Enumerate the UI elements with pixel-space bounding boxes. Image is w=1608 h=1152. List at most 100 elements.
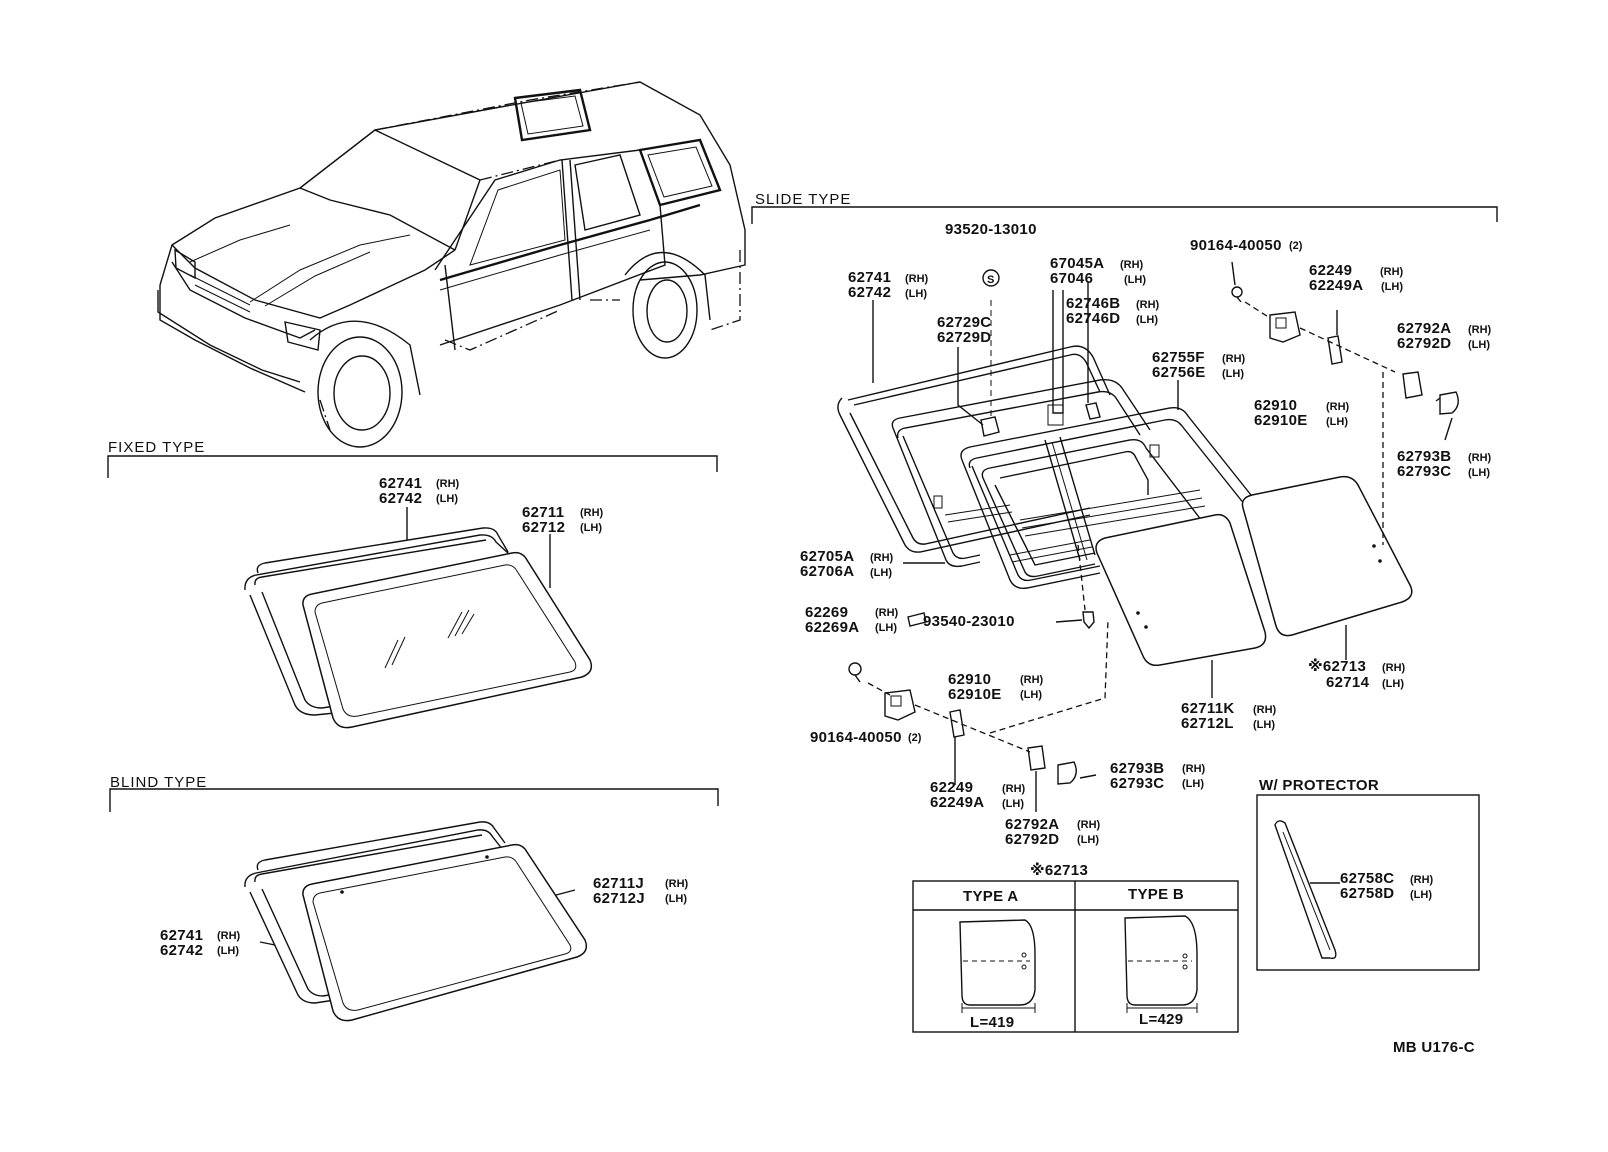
side-label: (LH) xyxy=(1077,834,1099,846)
side-label: (RH) xyxy=(1222,353,1246,365)
side-label: (LH) xyxy=(1381,281,1403,293)
side-label: (RH) xyxy=(1136,299,1160,311)
part-93540-23010: 93540-23010 xyxy=(923,613,1015,630)
diagram-code: MB U176-C xyxy=(1393,1039,1475,1056)
part-62758C: 62758C xyxy=(1340,870,1394,887)
side-label: (LH) xyxy=(1124,274,1146,286)
section-title-protector: W/ PROTECTOR xyxy=(1259,777,1379,794)
side-label: (LH) xyxy=(665,893,687,905)
part-62714: 62714 xyxy=(1326,674,1370,691)
part-67045A: 67045A xyxy=(1050,255,1104,272)
part-62758D: 62758D xyxy=(1340,885,1394,902)
qty-label: (2) xyxy=(908,732,922,744)
part-labels: 93520-13010 90164-40050 (2) 62249 (RH) 6… xyxy=(160,221,1492,959)
part-62269A: 62269A xyxy=(805,619,859,636)
part-62712J: 62712J xyxy=(593,890,645,907)
side-label: (LH) xyxy=(1468,467,1490,479)
part-62910-lower: 62910 xyxy=(948,671,991,688)
part-62741-blind: 62741 xyxy=(160,927,203,944)
vehicle-illustration xyxy=(157,81,746,448)
side-label: (LH) xyxy=(1410,889,1432,901)
part-62792D-upper: 62792D xyxy=(1397,335,1451,352)
type-a-label: TYPE A xyxy=(963,888,1018,905)
part-62729D: 62729D xyxy=(937,329,991,346)
type-a-length: L=419 xyxy=(970,1014,1014,1031)
part-62711K: 62711K xyxy=(1181,700,1235,717)
part-62742-fixed: 62742 xyxy=(379,490,422,507)
side-label: (RH) xyxy=(875,607,899,619)
svg-text:S: S xyxy=(987,274,994,286)
part-90164-40050-upper: 90164-40050 xyxy=(1190,237,1282,254)
part-62756E: 62756E xyxy=(1152,364,1206,381)
slide-type-bracket xyxy=(751,206,1498,224)
part-62793C-lower: 62793C xyxy=(1110,775,1164,792)
part-62742-slide: 62742 xyxy=(848,284,891,301)
side-label: (RH) xyxy=(1120,259,1144,271)
side-label: (RH) xyxy=(1382,662,1406,674)
side-label: (RH) xyxy=(1077,819,1101,831)
protector-box xyxy=(1256,794,1480,971)
side-label: (LH) xyxy=(1136,314,1158,326)
side-label: (RH) xyxy=(905,273,929,285)
side-label: (LH) xyxy=(875,622,897,634)
side-label: (LH) xyxy=(905,288,927,300)
part-62910-upper: 62910 xyxy=(1254,397,1297,414)
type-b-label: TYPE B xyxy=(1128,886,1184,903)
part-62249-upper: 62249 xyxy=(1309,262,1352,279)
part-62793B-lower: 62793B xyxy=(1110,760,1164,777)
side-label: (LH) xyxy=(436,493,458,505)
type-table-title: ※62713 xyxy=(1030,861,1088,879)
fixed-type-bracket xyxy=(107,455,718,478)
side-label: (LH) xyxy=(1002,798,1024,810)
part-62712-fixed: 62712 xyxy=(522,519,565,536)
side-label: (RH) xyxy=(1253,704,1277,716)
part-62713: ※62713 xyxy=(1308,657,1366,675)
section-title-fixed-type: FIXED TYPE xyxy=(108,439,205,456)
side-label: (LH) xyxy=(580,522,602,534)
part-62910E-lower: 62910E xyxy=(948,686,1002,703)
side-label: (RH) xyxy=(870,552,894,564)
part-62792D-lower: 62792D xyxy=(1005,831,1059,848)
part-62755F: 62755F xyxy=(1152,349,1205,366)
part-62706A: 62706A xyxy=(800,563,854,580)
protector-strip xyxy=(1274,820,1337,960)
qty-label: (2) xyxy=(1289,240,1303,252)
part-62712L: 62712L xyxy=(1181,715,1234,732)
side-label: (RH) xyxy=(1468,324,1492,336)
type-b-length: L=429 xyxy=(1139,1011,1183,1028)
side-label: (RH) xyxy=(217,930,241,942)
side-label: (RH) xyxy=(1182,763,1206,775)
side-label: (RH) xyxy=(1410,874,1434,886)
part-62910E-upper: 62910E xyxy=(1254,412,1308,429)
part-62793C-upper: 62793C xyxy=(1397,463,1451,480)
side-label: (LH) xyxy=(1182,778,1204,790)
part-62741-fixed: 62741 xyxy=(379,475,422,492)
part-62249-lower: 62249 xyxy=(930,779,973,796)
slide-type-assembly: S xyxy=(837,261,1459,812)
part-62711-fixed: 62711 xyxy=(522,504,564,521)
side-label: (RH) xyxy=(665,878,689,890)
side-label: (LH) xyxy=(1253,719,1275,731)
side-label: (LH) xyxy=(1468,339,1490,351)
blind-type-bracket xyxy=(109,788,719,812)
part-62793B-upper: 62793B xyxy=(1397,448,1451,465)
part-62729C: 62729C xyxy=(937,314,991,331)
side-label: (RH) xyxy=(1020,674,1044,686)
part-62705A: 62705A xyxy=(800,548,854,565)
side-label: (RH) xyxy=(1326,401,1350,413)
part-62792A-upper: 62792A xyxy=(1397,320,1451,337)
side-label: (LH) xyxy=(1326,416,1348,428)
side-label: (RH) xyxy=(1002,783,1026,795)
part-93520-13010: 93520-13010 xyxy=(945,221,1037,238)
part-62249A-lower: 62249A xyxy=(930,794,984,811)
part-62746D: 62746D xyxy=(1066,310,1120,327)
part-62741-slide: 62741 xyxy=(848,269,891,286)
fixed-type-assembly xyxy=(244,507,593,729)
part-62792A-lower: 62792A xyxy=(1005,816,1059,833)
side-label: (RH) xyxy=(580,507,604,519)
part-62711J: 62711J xyxy=(593,875,644,892)
part-62746B: 62746B xyxy=(1066,295,1120,312)
section-title-slide-type: SLIDE TYPE xyxy=(755,191,851,208)
side-label: (LH) xyxy=(1222,368,1244,380)
